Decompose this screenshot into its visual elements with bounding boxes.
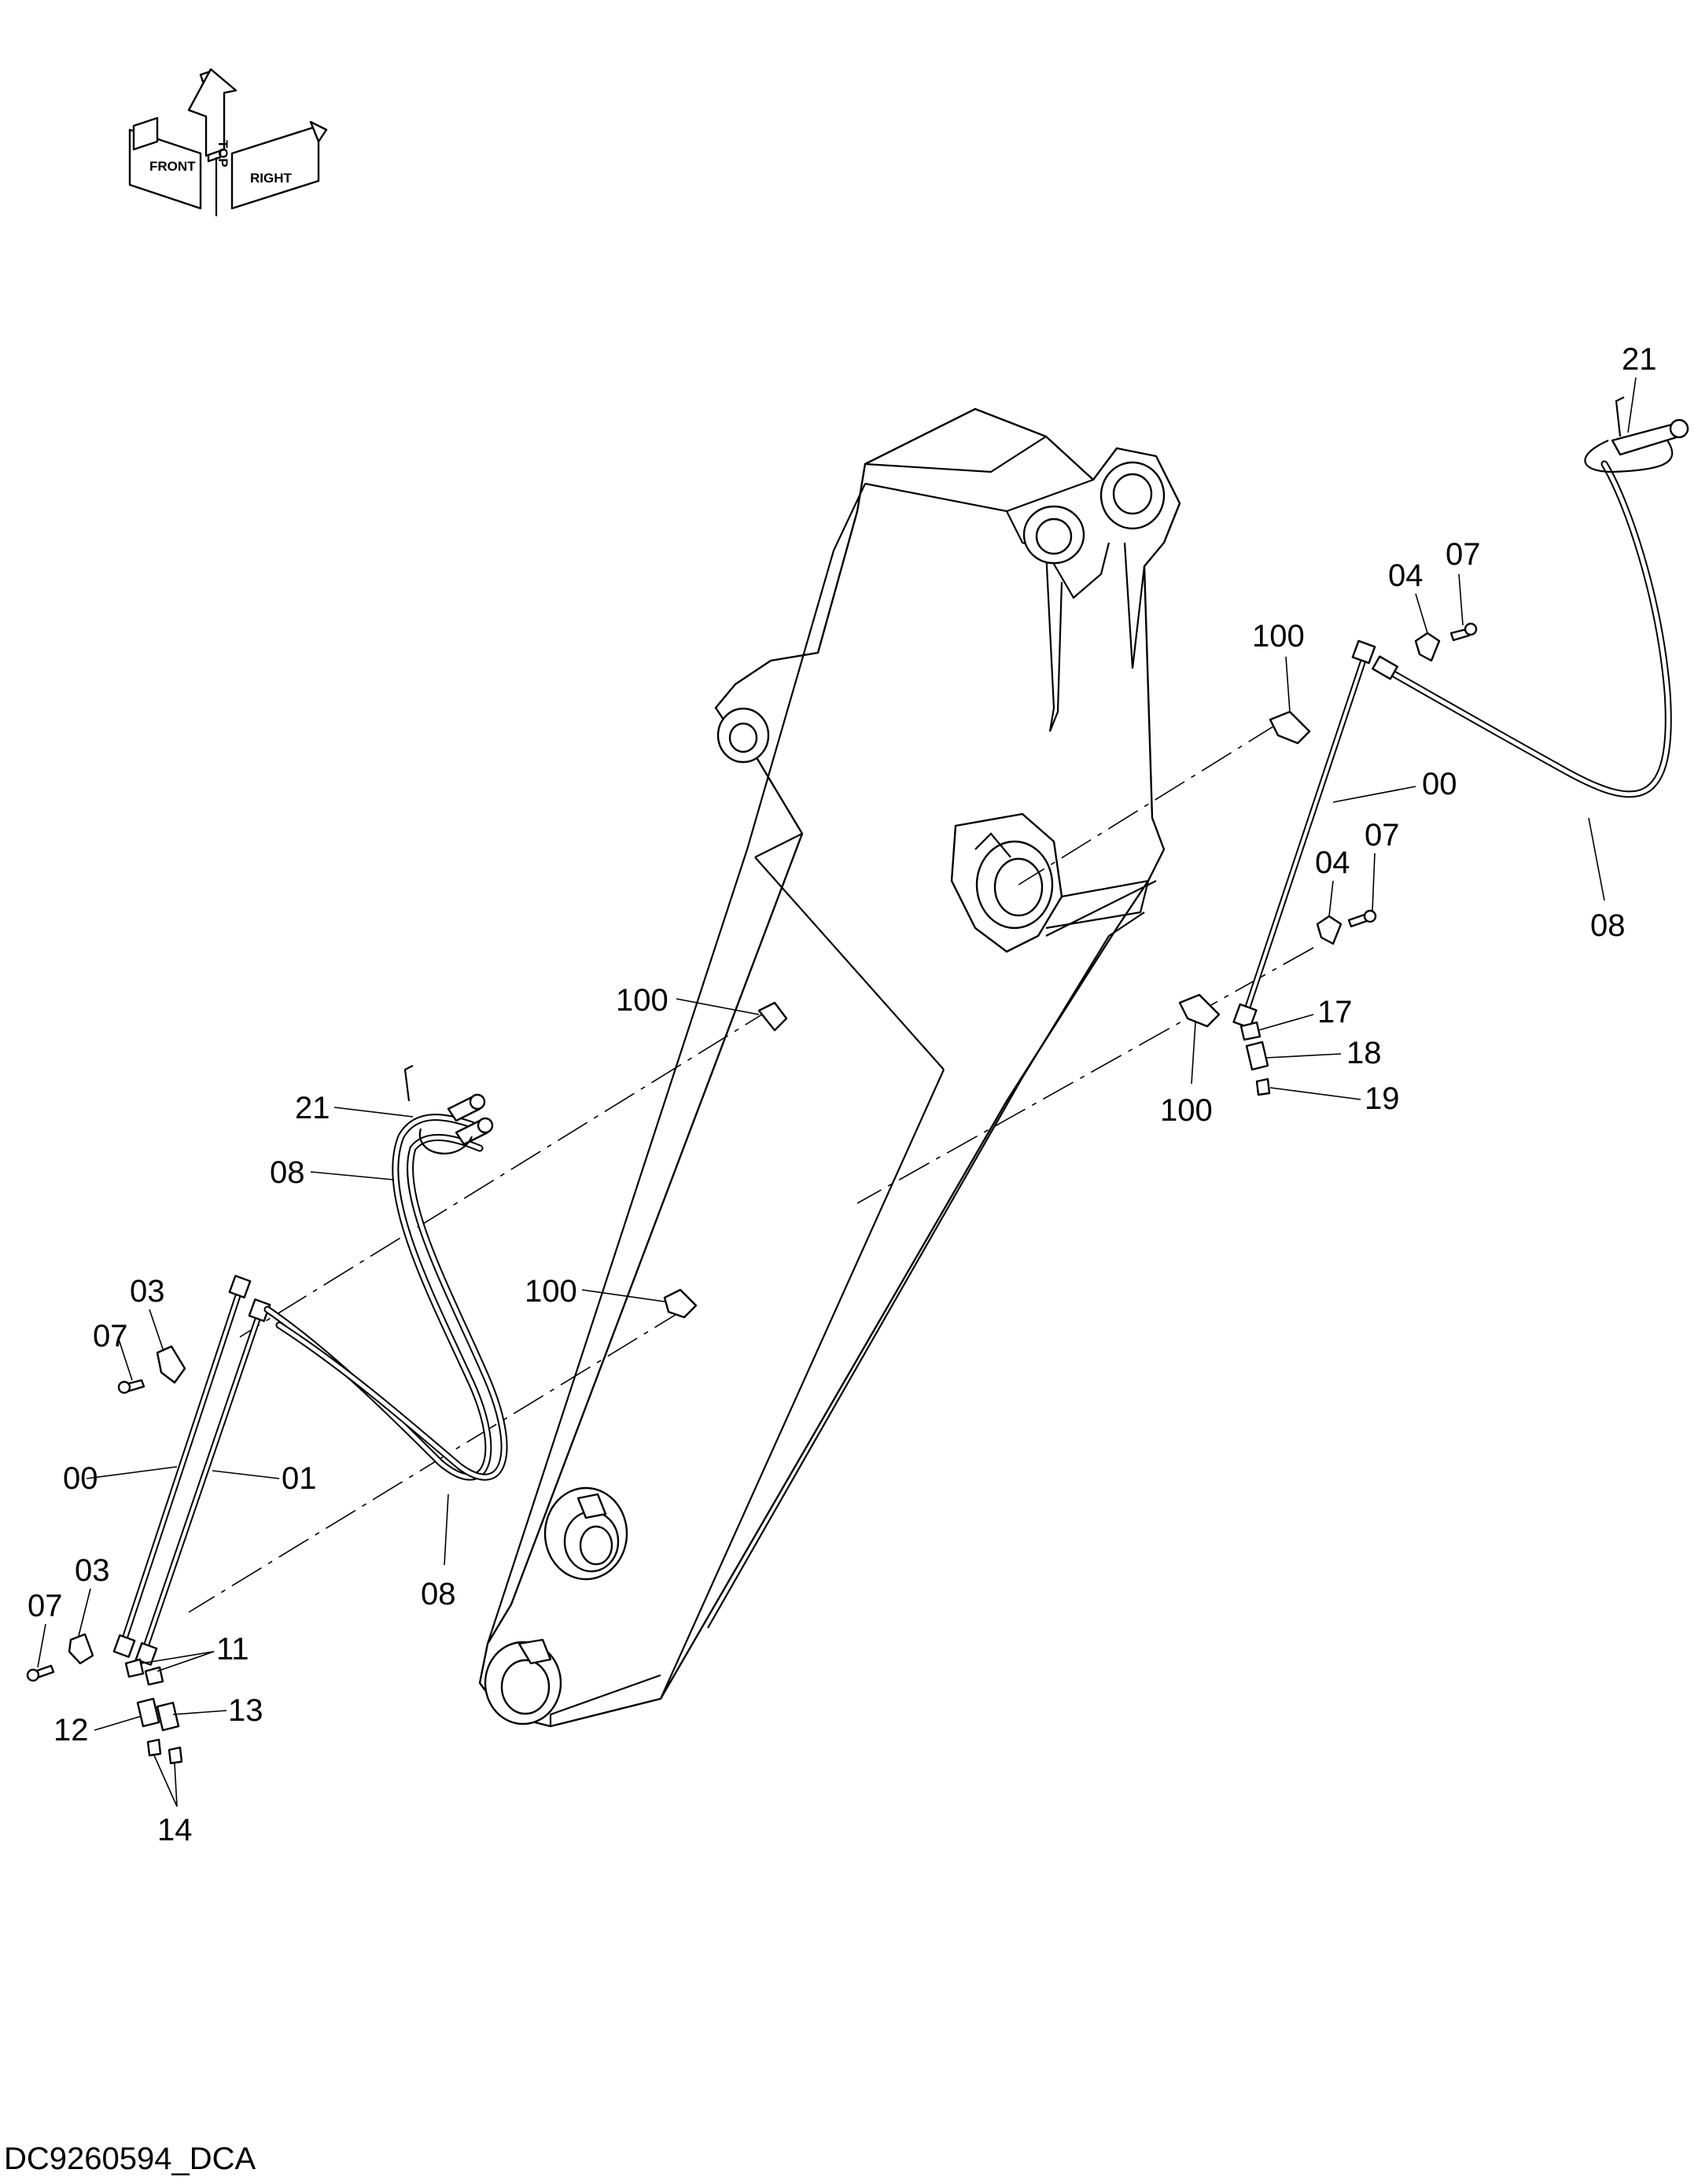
callout-label: 11 [216,1632,249,1667]
orientation-right-label: RIGHT [250,171,293,186]
orientation-top-label: TOP [215,140,230,168]
callout-label: 07 [1446,537,1481,572]
callout-label: 03 [130,1274,165,1309]
callout-label: 17 [1317,995,1353,1029]
callout-label: 08 [1590,908,1626,943]
callout-label: 14 [157,1813,193,1847]
callout-label: 03 [75,1553,110,1588]
callout-label: 08 [421,1577,456,1611]
callout-label: 21 [295,1091,330,1125]
right-piping [663,396,1689,1319]
leader-lines [37,377,1637,1807]
callout-label: 04 [1388,558,1424,593]
drawing-code: DC9260594_DCA [4,2142,256,2176]
orientation-indicator: FRONT TOP RIGHT [128,68,328,216]
orientation-front-label: FRONT [149,159,196,174]
callout-label: 100 [616,983,669,1018]
callout-label: 19 [1365,1081,1400,1116]
callout-label: 100 [1252,619,1305,654]
callout-label: 18 [1346,1036,1382,1070]
left-piping [26,1065,508,1765]
callout-label: 21 [1622,342,1657,377]
callout-label: 00 [1422,767,1457,801]
callout-label: 07 [93,1319,128,1353]
boom-assembly [478,407,1181,1728]
callout-label: 13 [228,1693,263,1728]
callout-labels: 21 04 07 100 00 08 04 07 17 18 19 100 10… [28,342,1657,1847]
callout-label: 12 [53,1713,89,1748]
callout-label: 01 [282,1461,317,1496]
callout-label: 04 [1315,845,1350,880]
callout-label: 00 [63,1461,98,1496]
callout-label: 100 [1160,1093,1213,1128]
callout-label: 08 [270,1155,305,1190]
callout-label: 07 [1365,818,1400,853]
callout-label: 07 [28,1589,63,1623]
callout-label: 100 [525,1274,577,1309]
